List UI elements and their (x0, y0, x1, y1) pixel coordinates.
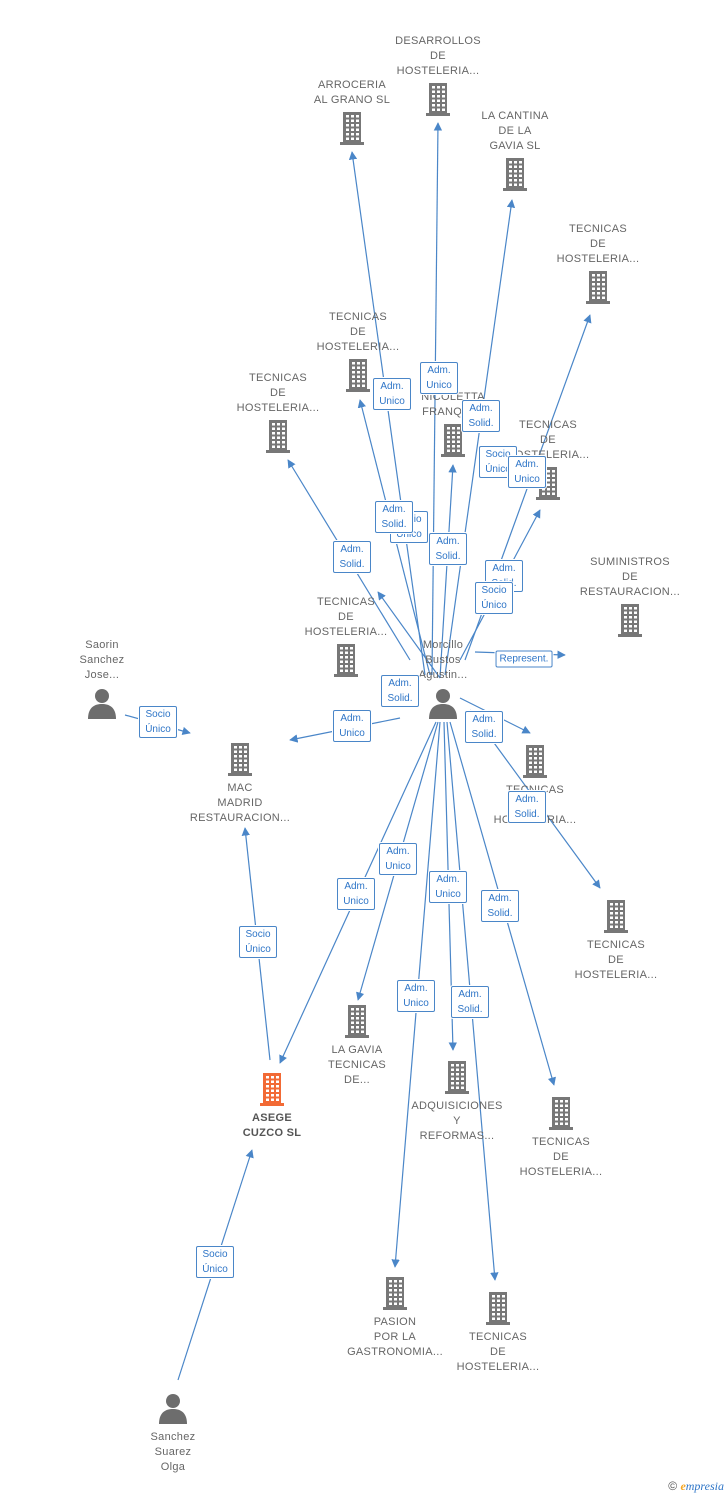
person-icon (426, 685, 460, 721)
relation-label[interactable]: Represent. (495, 650, 553, 668)
company-node-tec-mid-upper[interactable]: TECNICAS DE HOSTELERIA... (288, 310, 428, 393)
building-icon (544, 1095, 578, 1131)
relation-label[interactable]: Socio Único (475, 582, 513, 614)
relation-label[interactable]: Adm. Solid. (465, 711, 503, 743)
company-node-arroceria[interactable]: ARROCERIA AL GRANO SL (282, 78, 422, 146)
person-node-saorin[interactable]: Saorin Sanchez Jose... (32, 638, 172, 721)
building-icon (436, 422, 470, 458)
person-node-morcillo[interactable]: Morcillo Bustos Agustin... (373, 638, 513, 721)
node-label: ASEGE CUZCO SL (242, 1112, 302, 1139)
company-node-tec-left-mid[interactable]: TECNICAS DE HOSTELERIA... (276, 595, 416, 678)
node-label: TECNICAS DE HOSTELERIA... (304, 596, 388, 638)
relation-edge (348, 151, 426, 676)
node-label: LA GAVIA TECNICAS DE... (327, 1044, 387, 1086)
relation-label[interactable]: Adm. Unico (379, 843, 417, 875)
company-node-mac-madrid[interactable]: MAC MADRID RESTAURACION... (170, 741, 310, 826)
relation-label[interactable]: Adm. Solid. (429, 533, 467, 565)
relation-label[interactable]: Adm. Unico (420, 362, 458, 394)
node-label: TECNICAS DE HOSTELERIA... (556, 223, 640, 265)
relation-label[interactable]: Adm. Solid. (333, 541, 371, 573)
node-label: TECNICAS DE HOSTELERIA... (456, 1331, 540, 1373)
person-node-sanchez[interactable]: Sanchez Suarez Olga (103, 1390, 243, 1475)
node-label: ARROCERIA AL GRANO SL (313, 79, 391, 106)
relation-label[interactable]: Adm. Unico (397, 980, 435, 1012)
building-icon (581, 269, 615, 305)
building-icon (335, 110, 369, 146)
relation-label[interactable]: Adm. Solid. (462, 400, 500, 432)
building-icon (440, 1059, 474, 1095)
company-node-tec-top-right[interactable]: TECNICAS DE HOSTELERIA... (528, 222, 668, 305)
empresia-footer: © empresia (668, 1479, 724, 1494)
building-icon (340, 1003, 374, 1039)
relation-edge (377, 591, 441, 679)
company-node-pasion[interactable]: PASION POR LA GASTRONOMIA... (325, 1275, 465, 1360)
relation-label[interactable]: Adm. Unico (429, 871, 467, 903)
building-icon (518, 743, 552, 779)
building-icon (599, 898, 633, 934)
building-icon (255, 1071, 289, 1107)
building-icon (613, 602, 647, 638)
company-node-desarrollos[interactable]: DESARROLLOS DE HOSTELERIA... (368, 34, 508, 117)
node-label: ADQUISICIONES Y REFORMAS... (411, 1100, 503, 1142)
company-node-tec-right-low3[interactable]: TECNICAS DE HOSTELERIA... (491, 1095, 631, 1180)
building-icon (421, 81, 455, 117)
relation-label[interactable]: Socio Único (239, 926, 277, 958)
relation-label[interactable]: Adm. Unico (333, 710, 371, 742)
node-label: TECNICAS DE HOSTELERIA... (316, 311, 400, 353)
company-node-asege[interactable]: ASEGE CUZCO SL (202, 1071, 342, 1141)
relation-edge (444, 199, 516, 676)
company-node-lagavia[interactable]: LA GAVIA TECNICAS DE... (287, 1003, 427, 1088)
node-label: TECNICAS DE HOSTELERIA... (236, 372, 320, 414)
building-icon (378, 1275, 412, 1311)
building-icon (261, 418, 295, 454)
company-node-tec-right-mid[interactable]: TECNICAS DE HOSTELERIA... (478, 418, 618, 501)
company-node-tec-left-upper[interactable]: TECNICAS DE HOSTELERIA... (208, 371, 348, 454)
relation-label[interactable]: Socio Único (139, 706, 177, 738)
node-label: Morcillo Bustos Agustin... (418, 639, 468, 681)
relation-edge (439, 464, 457, 679)
node-label: SUMINISTROS DE RESTAURACION... (579, 556, 681, 598)
company-node-tec-bottom[interactable]: TECNICAS DE HOSTELERIA... (428, 1290, 568, 1375)
building-icon (329, 642, 363, 678)
node-label: PASION POR LA GASTRONOMIA... (347, 1316, 443, 1358)
relation-edge (431, 122, 443, 676)
company-node-suministros[interactable]: SUMINISTROS DE RESTAURACION... (560, 555, 700, 638)
relation-label[interactable]: Adm. Solid. (508, 791, 546, 823)
node-label: TECNICAS DE HOSTELERIA... (574, 939, 658, 981)
person-icon (85, 685, 119, 721)
relation-label[interactable]: Adm. Unico (337, 878, 375, 910)
node-label: Sanchez Suarez Olga (150, 1431, 196, 1473)
relation-label[interactable]: Socio Único (196, 1246, 234, 1278)
relation-label[interactable]: Adm. Solid. (481, 890, 519, 922)
relation-label[interactable]: Adm. Unico (508, 456, 546, 488)
node-label: Saorin Sanchez Jose... (79, 639, 125, 681)
node-label: MAC MADRID RESTAURACION... (189, 782, 291, 824)
building-icon (498, 156, 532, 192)
building-icon (341, 357, 375, 393)
copyright-symbol: © (668, 1479, 678, 1493)
company-node-lacantina[interactable]: LA CANTINA DE LA GAVIA SL (445, 109, 585, 192)
relation-label[interactable]: Adm. Solid. (451, 986, 489, 1018)
relation-label[interactable]: Adm. Unico (373, 378, 411, 410)
company-node-adquisiciones[interactable]: ADQUISICIONES Y REFORMAS... (387, 1059, 527, 1144)
node-label: LA CANTINA DE LA GAVIA SL (481, 110, 549, 152)
person-icon (156, 1390, 190, 1426)
node-label: DESARROLLOS DE HOSTELERIA... (395, 35, 481, 77)
building-icon (481, 1290, 515, 1326)
empresia-logo[interactable]: empresia (680, 1479, 724, 1493)
node-label: TECNICAS DE HOSTELERIA... (519, 1136, 603, 1178)
relation-label[interactable]: Adm. Solid. (375, 501, 413, 533)
building-icon (223, 741, 257, 777)
relation-label[interactable]: Adm. Solid. (381, 675, 419, 707)
company-node-tec-right-low2[interactable]: TECNICAS DE HOSTELERIA... (546, 898, 686, 983)
